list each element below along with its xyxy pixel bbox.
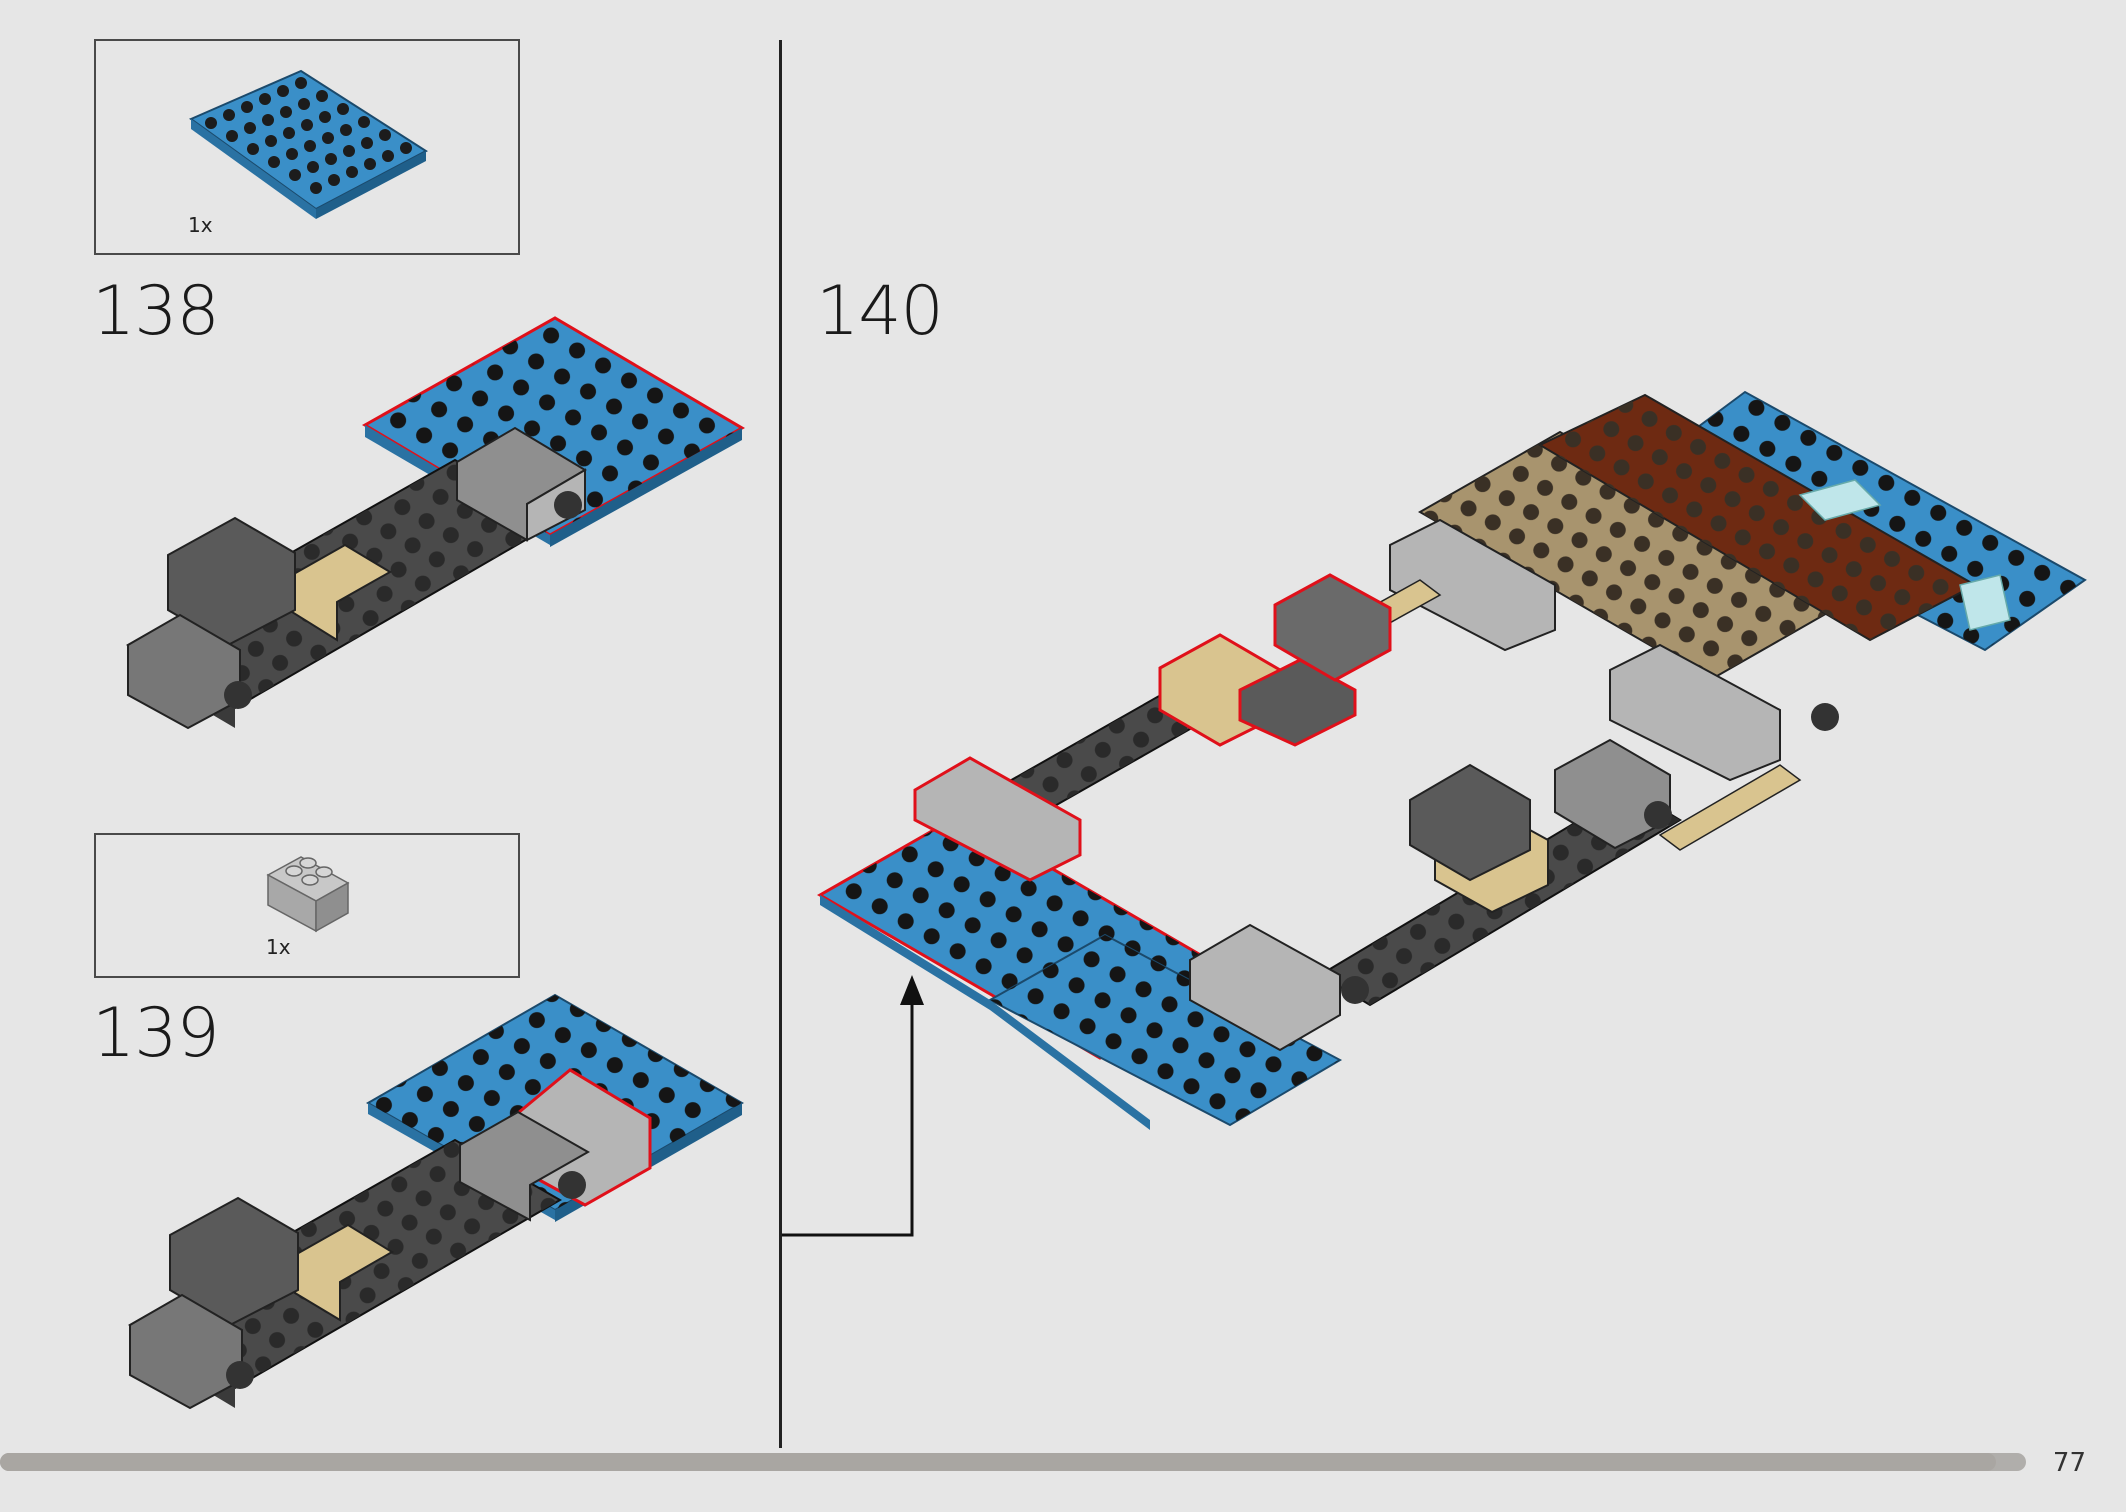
step-138-model [125,316,746,730]
parts-callout-step-138: 1x [94,39,520,255]
step-number-138: 138 [92,272,220,351]
step-divider [779,40,782,1448]
progress-fill [0,1453,1996,1471]
parts-callout-step-139: 1x [94,833,520,978]
step-139-model [128,993,745,1410]
step-140-model [816,390,2087,1130]
subassembly-arrow [782,975,924,1237]
part-quantity: 1x [266,935,291,959]
page-number: 77 [2052,1448,2086,1478]
light-gray-brick-2x2-part [266,856,350,933]
blue-plate-6x6-part [188,69,428,219]
step-number-139: 139 [92,994,220,1073]
step-number-140: 140 [816,272,944,351]
part-quantity: 1x [188,213,213,237]
progress-bar [0,1453,2026,1471]
